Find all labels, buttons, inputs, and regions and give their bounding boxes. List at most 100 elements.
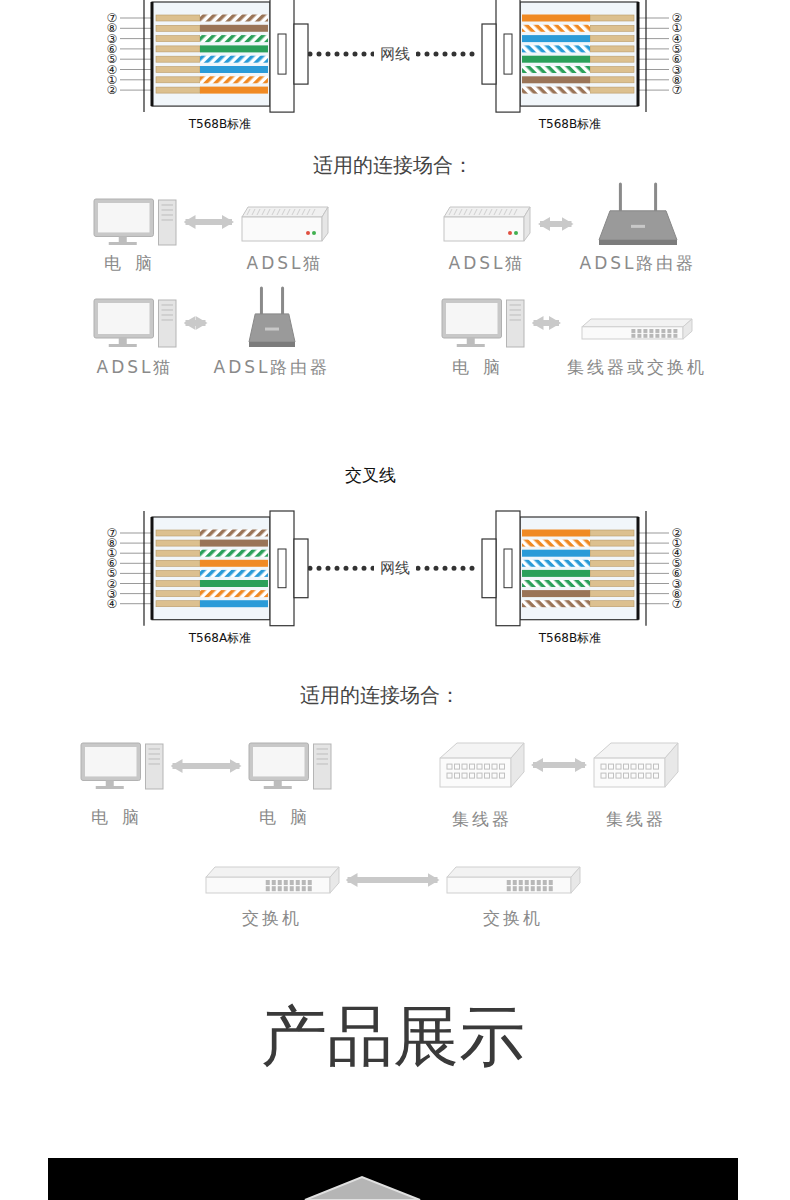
double-arrow [534,320,560,326]
section-heading: 交叉线 [345,465,396,485]
leader-line [120,583,152,584]
cable-label: 网线 [374,559,416,578]
computer-icon [93,198,178,246]
device-label: ADSL猫 [97,356,174,379]
double-arrow [173,763,240,769]
section-heading: 适用的连接场合： [300,683,460,707]
device-label: 集线器 [452,808,512,831]
leader-line [120,28,152,29]
switch-icon [581,318,693,340]
leader-line [120,69,152,70]
double-arrow [348,877,438,883]
device: 交换机 [203,866,342,930]
device: ADSL路由器 [212,286,333,379]
device-label: 电脑 [452,356,514,379]
rj45-plug: T568A标准 [130,503,310,647]
switch-icon [446,866,581,894]
leader-line [638,18,669,19]
rj45-plug: T568B标准 [480,0,660,133]
pin-number: ⑦ [672,83,683,97]
device-label: 电脑 [104,252,166,275]
device-label: 电脑 [91,806,153,829]
switch-icon [205,866,340,894]
computer-icon [80,742,165,790]
modem-icon [240,205,330,243]
device: ADSL猫 [91,298,180,379]
leader-line [638,543,669,544]
plug-drawing [130,503,310,630]
rj45-plug: T568B标准 [480,503,660,647]
leader-line [638,593,669,594]
standard-label: T568B标准 [480,116,660,133]
plug-drawing [130,0,310,116]
double-arrow [540,221,572,227]
device-label: ADSL路由器 [580,252,697,275]
section-heading: 适用的连接场合： [313,153,473,177]
leader-line [638,38,669,39]
leader-line [638,48,669,49]
plug-drawing [480,503,660,630]
device: 集线器 [437,742,527,831]
leader-line [638,563,669,564]
leader-line [120,603,152,604]
device-label: ADSL猫 [247,252,324,275]
device: 集线器 [591,742,681,831]
leader-line [638,90,669,91]
device-label: 集线器 [606,808,666,831]
device: 集线器或交换机 [565,318,709,379]
leader-line [638,59,669,60]
device-label: 交换机 [483,907,543,930]
device: ADSL猫 [238,205,332,275]
double-arrow [533,762,585,768]
router-icon [248,286,296,348]
device-label: 集线器或交换机 [567,356,707,379]
device: 电脑 [246,742,335,829]
leader-line [638,553,669,554]
router-icon [598,182,678,246]
leader-line [120,48,152,49]
leader-line [120,59,152,60]
device-label: ADSL路由器 [214,356,331,379]
leader-line [120,533,152,534]
computer-icon [248,742,333,790]
standard-label: T568B标准 [480,630,660,647]
device-label: ADSL猫 [449,252,526,275]
device: 交换机 [444,866,583,930]
leader-line [120,553,152,554]
device: 电脑 [439,298,528,379]
device: ADSL路由器 [578,182,699,275]
leader-line [120,543,152,544]
hub-icon [593,742,679,788]
rj45-plug: T568B标准 [130,0,310,133]
section-heading: 产品展示 [261,997,525,1076]
black-banner [48,1158,738,1200]
leader-line [638,533,669,534]
leader-line [120,593,152,594]
hub-icon [439,742,525,788]
double-arrow [186,320,206,326]
leader-line [120,79,152,80]
modem-icon [442,205,532,243]
leader-line [120,90,152,91]
standard-label: T568A标准 [130,630,310,647]
leader-line [120,563,152,564]
leader-line [638,573,669,574]
device-label: 交换机 [242,907,302,930]
leader-line [638,603,669,604]
device: 电脑 [78,742,167,829]
device-label: 电脑 [259,806,321,829]
leader-line [120,573,152,574]
standard-label: T568B标准 [130,116,310,133]
pin-number: ④ [107,596,118,610]
pin-number: ② [107,83,118,97]
pin-number: ⑦ [672,596,683,610]
leader-line [638,28,669,29]
double-arrow [186,219,233,225]
leader-line [120,18,152,19]
plug-drawing [480,0,660,116]
device: 电脑 [91,198,180,275]
leader-line [638,583,669,584]
leader-line [638,79,669,80]
cable-label: 网线 [374,45,416,64]
computer-icon [441,298,526,348]
